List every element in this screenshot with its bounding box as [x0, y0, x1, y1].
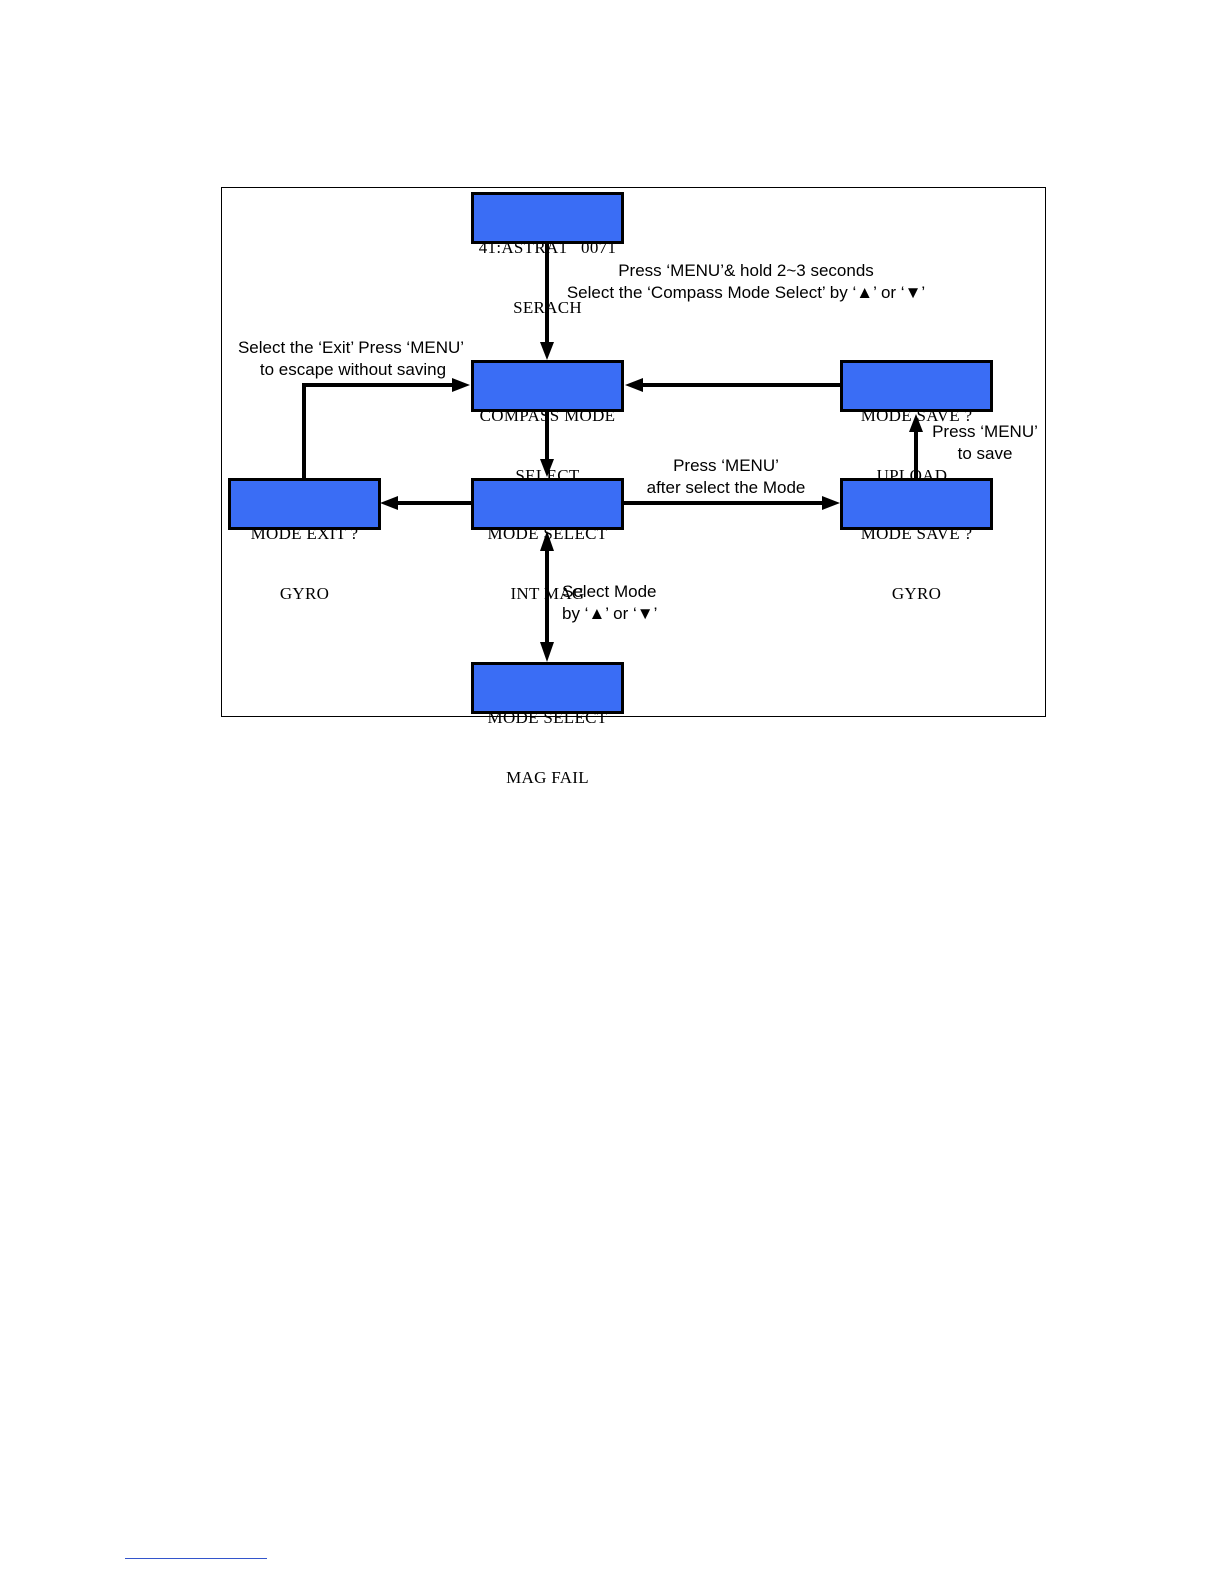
footnote-rule — [125, 1558, 267, 1559]
note-menu-hold-line1: Press ‘MENU’& hold 2~3 seconds — [618, 261, 874, 280]
note-save: Press ‘MENU’ to save — [925, 421, 1045, 465]
lcd-search: 41:ASTRA1 0071 SERACH — [471, 192, 624, 317]
note-exit: Select the ‘Exit’ Press ‘MENU’ to escape… — [226, 337, 476, 381]
note-save-line1: Press ‘MENU’ — [932, 422, 1038, 441]
note-after-select: Press ‘MENU’ after select the Mode — [638, 455, 814, 499]
note-select-mode-line2: by ‘▲’ or ‘▼’ — [562, 604, 658, 623]
lcd-compass-mode-select: COMPASS MODE SELECT — [471, 360, 624, 485]
lcd-mode-save-gyro: MODE SAVE ? GYRO — [840, 478, 993, 603]
lcd-exit-line1: MODE EXIT ? — [250, 524, 359, 543]
note-after-select-line1: Press ‘MENU’ — [673, 456, 779, 475]
note-exit-line1: Select the ‘Exit’ Press ‘MENU’ — [237, 338, 465, 357]
lcd-search-line1: 41:ASTRA1 0071 — [478, 238, 617, 257]
lcd-save-gyro-line2: GYRO — [891, 584, 942, 603]
note-save-line2: to save — [957, 444, 1013, 463]
lcd-select-int-line2: INT MAG — [510, 584, 585, 603]
lcd-search-line2: SERACH — [513, 298, 582, 317]
lcd-select-fail-line2: MAG FAIL — [506, 768, 589, 787]
lcd-select-fail-line1: MODE SELECT — [487, 708, 608, 727]
note-exit-line2: to escape without saving — [259, 360, 447, 379]
lcd-select-int-line1: MODE SELECT — [487, 524, 608, 543]
note-select-mode: Select Mode by ‘▲’ or ‘▼’ — [562, 581, 657, 625]
lcd-save-upload-line1: MODE SAVE ? — [860, 406, 973, 425]
arrow-exit-to-compass — [302, 383, 452, 478]
note-after-select-line2: after select the Mode — [646, 478, 806, 497]
lcd-mode-select-int-mag: MODE SELECT INT MAG — [471, 478, 624, 603]
lcd-mode-select-mag-fail: MODE SELECT MAG FAIL — [471, 662, 624, 787]
note-menu-hold: Press ‘MENU’& hold 2~3 seconds Select th… — [556, 260, 936, 304]
note-select-mode-line1: Select Mode — [562, 582, 657, 601]
diagram-frame — [221, 187, 1046, 717]
lcd-exit-line2: GYRO — [279, 584, 330, 603]
lcd-mode-exit: MODE EXIT ? GYRO — [228, 478, 381, 603]
note-menu-hold-line2: Select the ‘Compass Mode Select’ by ‘▲’ … — [566, 283, 926, 302]
lcd-compass-line1: COMPASS MODE — [479, 406, 616, 425]
lcd-mode-save-upload: MODE SAVE ? UPLOAD.. — [840, 360, 993, 485]
lcd-save-gyro-line1: MODE SAVE ? — [860, 524, 973, 543]
